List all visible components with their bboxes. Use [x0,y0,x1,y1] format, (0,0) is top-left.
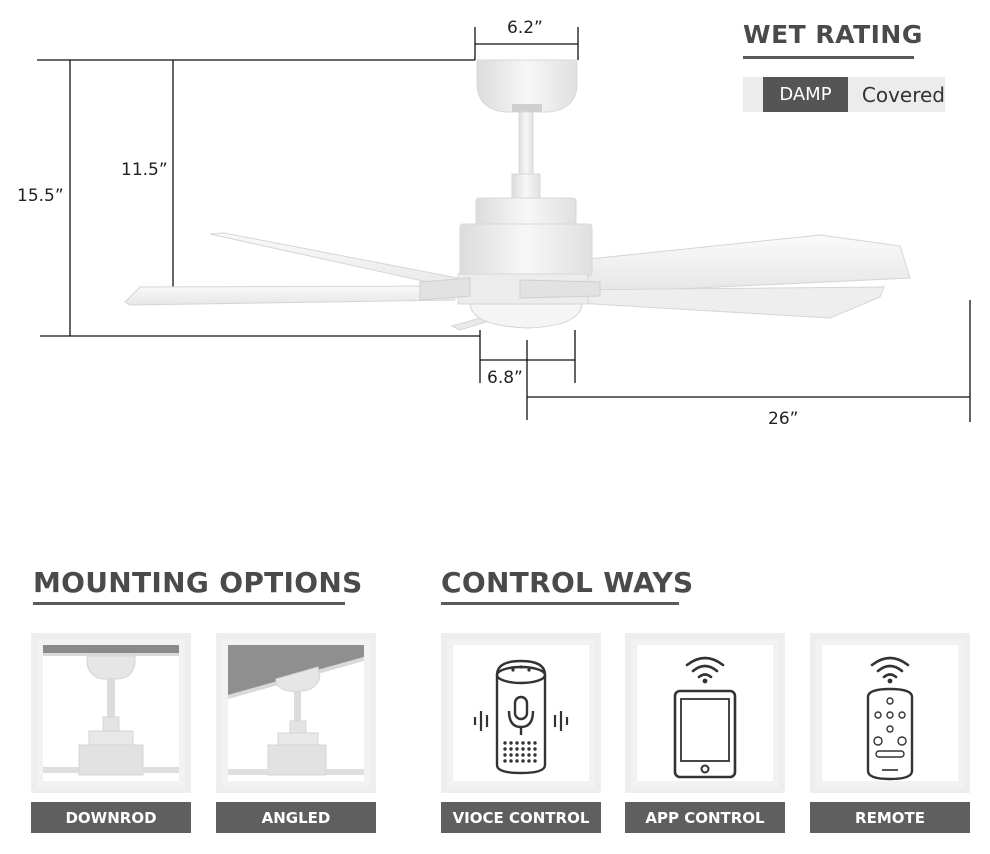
light-width-label: 6.8” [487,368,523,388]
blade-radius-label: 26” [768,409,799,429]
blade-arms [419,277,601,301]
mounting-option-downrod [31,633,191,793]
mounting-option-angled-label: ANGLED [216,802,376,833]
wet-rating-title: WET RATING [743,20,923,49]
mounting-options-underline [33,602,345,605]
blade-right-back [558,234,911,294]
control-option-voice [441,633,601,793]
wet-rating-underline [743,56,914,59]
control-option-voice-label: VIOCE CONTROL [441,802,601,833]
canopy-width-label: 6.2” [507,18,543,38]
smartphone-wifi-icon [673,656,737,779]
remote-wifi-icon [866,656,914,781]
fan-light-kit [469,303,583,329]
control-ways-title: CONTROL WAYS [441,566,694,599]
control-option-app [625,633,785,793]
mounting-options-title: MOUNTING OPTIONS [33,566,363,599]
control-option-app-label: APP CONTROL [625,802,785,833]
downrod-height-label: 11.5” [121,160,168,180]
dimension-lines [37,27,971,422]
fan-downrod [518,111,534,177]
fan-diagram [37,27,971,422]
control-ways-underline [441,602,679,605]
angled-mount-illustration [228,645,364,776]
voice-speaker-icon [473,659,569,775]
wet-rating-bar: DAMP Covered [743,77,945,112]
mounting-option-downrod-label: DOWNROD [31,802,191,833]
downrod-mount-illustration [43,645,191,776]
wet-rating-level: DAMP [763,77,848,112]
blade-left-front [124,285,456,306]
mounting-option-angled [216,633,376,793]
total-height-label: 15.5” [17,186,64,206]
blade-right-front [559,286,885,319]
control-option-remote [810,633,970,793]
fan-canopy [476,59,578,113]
wet-rating-description: Covered [861,82,945,107]
blade-front-lower [450,317,488,331]
control-option-remote-label: REMOTE [810,802,970,833]
